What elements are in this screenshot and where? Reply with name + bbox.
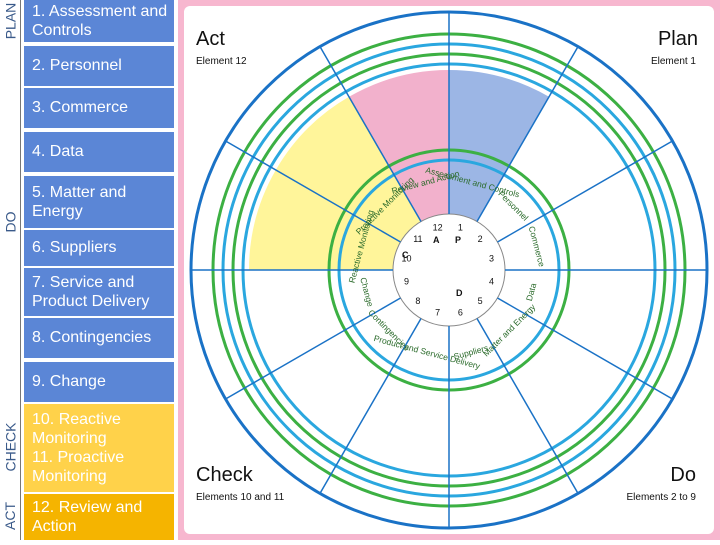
center-disc <box>392 213 506 327</box>
wedge-segment-11[interactable] <box>275 96 421 242</box>
spoke-line-9 <box>225 297 401 400</box>
menu-item-contingencies[interactable]: 8. Contingencies <box>24 318 174 358</box>
menu-item-service-delivery[interactable]: 7. Service and Product Delivery <box>24 268 174 316</box>
wedge-segment-5[interactable] <box>477 298 623 444</box>
menu-item-change[interactable]: 9. Change <box>24 362 174 402</box>
quadrant-plan-title: Plan <box>657 28 698 50</box>
menu-item-proactive-label: 11. Proactive Monitoring <box>32 449 125 486</box>
menu-item-commerce[interactable]: 3. Commerce <box>24 88 174 128</box>
section-plan-label: PLAN <box>0 0 21 42</box>
segment-number-8: 8 <box>415 296 420 306</box>
segment-number-7: 7 <box>435 308 440 318</box>
center-letter-p: P <box>455 235 461 245</box>
spoke-line-3 <box>497 140 673 243</box>
quadrant-check-subtitle: Elements 10 and 11 <box>196 492 285 503</box>
section-do-label: DO <box>0 42 21 402</box>
wedge-segment-4[interactable] <box>497 270 649 370</box>
wedge-segment-1[interactable] <box>449 70 549 222</box>
menu-item-review-label: 12. Review and Action <box>32 498 143 535</box>
segment-number-4: 4 <box>489 276 494 286</box>
menu-item-personnel-label: 2. Personnel <box>32 57 122 75</box>
section-plan-text: PLAN <box>2 2 19 40</box>
spoke-line-8 <box>319 318 422 494</box>
spoke-line-2 <box>476 46 579 222</box>
sidebar: PLAN DO CHECK ACT 1. Assessment and Cont… <box>0 0 178 540</box>
quadrant-do-title: Do <box>670 464 696 486</box>
segment-number-9: 9 <box>404 276 409 286</box>
center-letter-c: C <box>402 250 409 260</box>
quadrant-check-title: Check <box>196 464 253 486</box>
menu-item-matter-energy[interactable]: 5. Matter and Energy <box>24 176 174 228</box>
segment-number-3: 3 <box>489 254 494 264</box>
quadrant-act-subtitle: Element 12 <box>196 56 247 67</box>
menu-item-assessment-label: 1. Assessment and Controls <box>32 2 168 39</box>
wedge-segment-12[interactable] <box>349 70 449 222</box>
quadrant-do-subtitle: Elements 2 to 9 <box>626 492 696 503</box>
segment-label-4: Data <box>524 282 538 302</box>
center-letter-d: D <box>456 288 463 298</box>
spoke-line-11 <box>225 140 401 243</box>
menu-item-data-label: 4. Data <box>32 143 84 161</box>
wedge-segment-3[interactable] <box>497 170 649 270</box>
menu-item-personnel[interactable]: 2. Personnel <box>24 46 174 86</box>
menu-item-suppliers-label: 6. Suppliers <box>32 239 117 257</box>
segment-number-1: 1 <box>458 222 463 232</box>
menu-item-contingencies-label: 8. Contingencies <box>32 329 152 347</box>
segment-number-11: 11 <box>413 234 422 244</box>
spoke-line-6 <box>476 318 579 494</box>
section-check-text: CHECK <box>2 422 19 472</box>
menu-item-commerce-label: 3. Commerce <box>32 99 129 117</box>
wedge-segment-2[interactable] <box>477 96 623 242</box>
menu-item-monitoring-group[interactable]: 10. Reactive Monitoring 11. Proactive Mo… <box>24 404 174 492</box>
menu-item-data[interactable]: 4. Data <box>24 132 174 172</box>
wheel-wedges <box>249 70 649 470</box>
wedge-segment-8[interactable] <box>275 298 421 444</box>
wedge-segment-10[interactable] <box>249 170 401 270</box>
menu-item-reactive-label: 10. Reactive Monitoring <box>32 410 121 447</box>
segment-number-12: 12 <box>433 222 443 232</box>
wedge-segment-7[interactable] <box>349 318 449 470</box>
segment-number-10: 10 <box>401 254 411 264</box>
menu-item-matter-energy-label: 5. Matter and Energy <box>32 183 127 220</box>
menu-item-change-label: 9. Change <box>32 373 106 391</box>
menu-item-suppliers[interactable]: 6. Suppliers <box>24 230 174 266</box>
section-act-text: ACT <box>2 502 18 530</box>
quadrant-plan-subtitle: Element 1 <box>650 56 696 67</box>
section-act-label: ACT <box>0 492 21 540</box>
center-letter-a: A <box>433 235 440 245</box>
segment-number-6: 6 <box>458 308 463 318</box>
section-do-text: DO <box>2 211 18 233</box>
segment-number-5: 5 <box>478 296 483 306</box>
segment-number-2: 2 <box>478 234 483 244</box>
spoke-line-5 <box>497 297 673 400</box>
wedge-segment-9[interactable] <box>249 270 401 370</box>
section-check-label: CHECK <box>0 402 21 492</box>
menu-item-assessment[interactable]: 1. Assessment and Controls <box>24 0 174 42</box>
spoke-line-12 <box>319 46 422 222</box>
quadrant-act-title: Act <box>196 28 225 50</box>
wheel-spokes <box>191 12 707 528</box>
wedge-segment-6[interactable] <box>449 318 549 470</box>
menu-item-service-delivery-label: 7. Service and Product Delivery <box>32 273 150 310</box>
menu-item-review[interactable]: 12. Review and Action <box>24 494 174 540</box>
pdca-wheel-svg: Assessment and ControlsPersonnelCommerce… <box>178 0 720 540</box>
